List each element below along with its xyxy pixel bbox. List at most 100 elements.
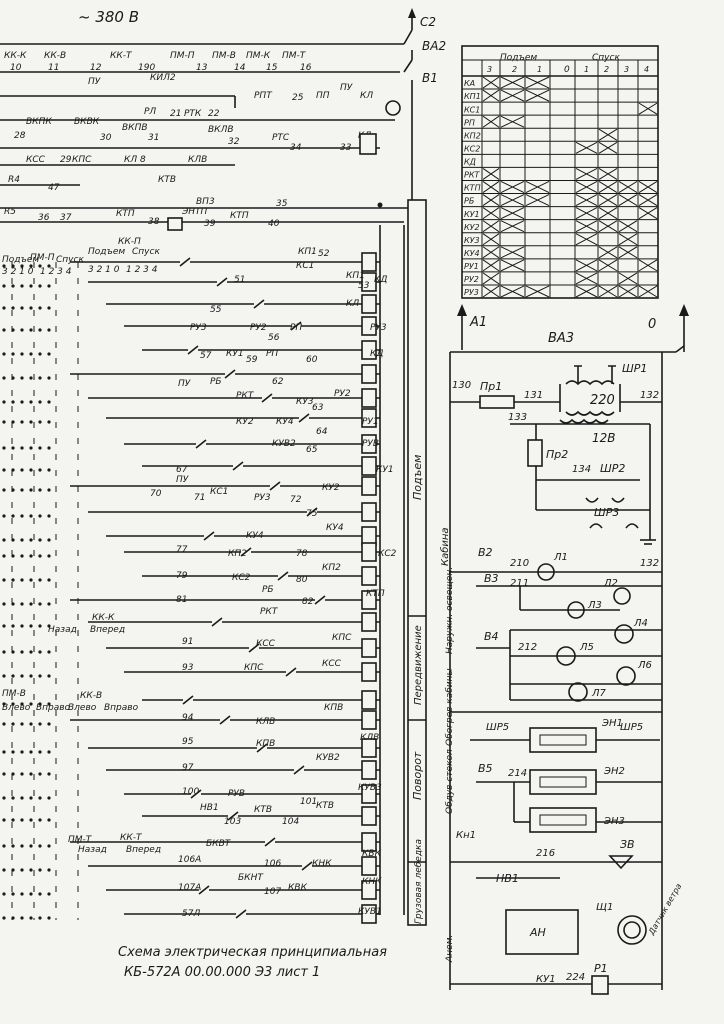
travel-block-labels: ПМ-Т КК-Т Назад Вперед БКВТ КВК КНК БКНТ… bbox=[68, 833, 382, 919]
drum-row-label: КП1 bbox=[464, 92, 481, 101]
switch-va2-label: ВА2 bbox=[422, 39, 446, 53]
svg-text:4: 4 bbox=[644, 65, 649, 74]
svg-text:ВКВК: ВКВК bbox=[74, 117, 100, 127]
svg-text:100: 100 bbox=[182, 787, 199, 797]
svg-text:2: 2 bbox=[512, 65, 517, 74]
svg-text:16: 16 bbox=[300, 63, 312, 73]
relay-coil-entp bbox=[167, 217, 183, 231]
svg-text:1: 1 bbox=[537, 65, 542, 74]
svg-text:РУ3: РУ3 bbox=[370, 323, 387, 333]
drum-row-label: КУ1 bbox=[464, 210, 480, 219]
svg-text:РУВ: РУВ bbox=[362, 439, 379, 449]
svg-text:21: 21 bbox=[170, 109, 181, 119]
svg-text:132: 132 bbox=[640, 558, 659, 569]
svg-text:ПМ-В: ПМ-В bbox=[212, 51, 236, 61]
svg-text:ЭНТП: ЭНТП bbox=[181, 207, 208, 217]
svg-text:12: 12 bbox=[90, 63, 102, 73]
svg-text:65: 65 bbox=[306, 445, 318, 455]
svg-text:КТВ: КТВ bbox=[254, 805, 272, 815]
svg-text:15: 15 bbox=[266, 63, 278, 73]
svg-text:РУ2: РУ2 bbox=[334, 389, 351, 399]
drum-row-label: КС2 bbox=[464, 144, 480, 153]
svg-text:75: 75 bbox=[306, 509, 318, 519]
svg-text:Л7: Л7 bbox=[591, 688, 607, 699]
svg-text:Л5: Л5 bbox=[579, 642, 594, 653]
svg-text:214: 214 bbox=[508, 768, 527, 779]
svg-text:ПМ-П: ПМ-П bbox=[170, 51, 195, 61]
drum-row-label: РП bbox=[464, 118, 475, 127]
svg-text:РЛ: РЛ bbox=[144, 107, 156, 117]
svg-text:0: 0 bbox=[648, 317, 656, 332]
svg-text:Влево: Влево bbox=[68, 703, 97, 713]
svg-text:НВ1: НВ1 bbox=[200, 803, 219, 813]
svg-text:12В: 12В bbox=[592, 431, 616, 445]
drum-row-label: КУ2 bbox=[464, 223, 480, 232]
svg-text:R5: R5 bbox=[4, 207, 16, 217]
svg-text:93: 93 bbox=[182, 663, 194, 673]
svg-text:Л2: Л2 bbox=[603, 578, 618, 589]
svg-text:КП2: КП2 bbox=[322, 563, 341, 573]
drum-row-label: РКТ bbox=[464, 171, 481, 180]
svg-text:Подъем: Подъем bbox=[88, 247, 125, 257]
svg-text:ВА3: ВА3 bbox=[548, 331, 574, 346]
svg-text:ПМ-К: ПМ-К bbox=[246, 51, 271, 61]
svg-text:КПВ: КПВ bbox=[256, 739, 275, 749]
svg-text:КС2: КС2 bbox=[232, 573, 251, 583]
drum-row-label: РУ1 bbox=[464, 262, 479, 271]
svg-text:БКНТ: БКНТ bbox=[238, 873, 264, 883]
svg-text:РПТ: РПТ bbox=[254, 91, 273, 101]
svg-text:ШР2: ШР2 bbox=[600, 462, 625, 475]
svg-text:КС1: КС1 bbox=[210, 487, 228, 497]
svg-text:Подъем: Подъем bbox=[2, 255, 39, 265]
svg-text:КПС: КПС bbox=[244, 663, 264, 673]
svg-text:59: 59 bbox=[246, 355, 258, 365]
svg-text:КД: КД bbox=[374, 275, 387, 285]
svg-text:РТК: РТК bbox=[184, 109, 202, 119]
svg-text:55: 55 bbox=[210, 305, 222, 315]
svg-text:32: 32 bbox=[228, 137, 240, 147]
svg-text:КИЛ2: КИЛ2 bbox=[150, 73, 176, 83]
svg-text:ШР5: ШР5 bbox=[620, 722, 643, 733]
svg-text:220: 220 bbox=[590, 393, 615, 408]
lift-block-labels: КК-П ПМ-П Подъем Спуск Подъем Спуск 3 2 … bbox=[2, 237, 387, 455]
svg-text:133: 133 bbox=[508, 412, 527, 423]
drum-row-label: РУ3 bbox=[464, 288, 479, 297]
svg-text:ПУ: ПУ bbox=[176, 475, 189, 485]
svg-text:31: 31 bbox=[148, 133, 159, 143]
svg-text:28: 28 bbox=[14, 131, 26, 141]
svg-text:1 2 3 4: 1 2 3 4 bbox=[126, 265, 158, 275]
svg-text:КУ1: КУ1 bbox=[376, 465, 394, 475]
svg-text:132: 132 bbox=[640, 390, 659, 401]
svg-text:95: 95 bbox=[182, 737, 194, 747]
svg-text:ПУ: ПУ bbox=[178, 379, 191, 389]
drum-row-label: КА bbox=[464, 79, 475, 88]
svg-text:106А: 106А bbox=[178, 855, 201, 865]
top-row-labels: КК-К КК-В КК-Т ПМ-П ПМ-В ПМ-К ПМ-Т 10 11… bbox=[4, 51, 373, 229]
svg-text:33: 33 bbox=[340, 143, 352, 153]
drum-controller-table: Подъем Спуск 0 3 2 1 1 2 3 4 КАКП1КС1РПК… bbox=[461, 45, 659, 299]
svg-text:Спуск: Спуск bbox=[132, 247, 160, 257]
svg-text:ПП: ПП bbox=[316, 91, 330, 101]
drum-row-label: КУ4 bbox=[464, 249, 480, 258]
svg-text:130: 130 bbox=[452, 380, 471, 391]
svg-text:РУ3: РУ3 bbox=[254, 493, 271, 503]
svg-text:КВК: КВК bbox=[362, 849, 382, 859]
svg-text:КСС: КСС bbox=[26, 155, 46, 165]
section-podem-label: Подъем bbox=[411, 455, 424, 500]
svg-text:КТП: КТП bbox=[230, 211, 249, 221]
svg-text:25: 25 bbox=[292, 93, 304, 103]
svg-text:КЛВ: КЛВ bbox=[256, 717, 275, 727]
svg-text:КУ2: КУ2 bbox=[236, 417, 254, 427]
svg-text:Л1: Л1 bbox=[553, 552, 568, 563]
svg-text:106: 106 bbox=[264, 859, 281, 869]
svg-text:36: 36 bbox=[38, 213, 50, 223]
svg-text:38: 38 bbox=[148, 217, 160, 227]
svg-text:КТВ: КТВ bbox=[316, 801, 334, 811]
svg-text:Обдув стекол: Обдув стекол bbox=[445, 749, 455, 814]
svg-text:КПС: КПС bbox=[332, 633, 352, 643]
svg-text:КК-Т: КК-Т bbox=[120, 833, 143, 843]
svg-text:57: 57 bbox=[200, 351, 212, 361]
svg-text:72: 72 bbox=[290, 495, 302, 505]
svg-text:КС1: КС1 bbox=[296, 261, 314, 271]
svg-text:РБ: РБ bbox=[210, 377, 222, 387]
